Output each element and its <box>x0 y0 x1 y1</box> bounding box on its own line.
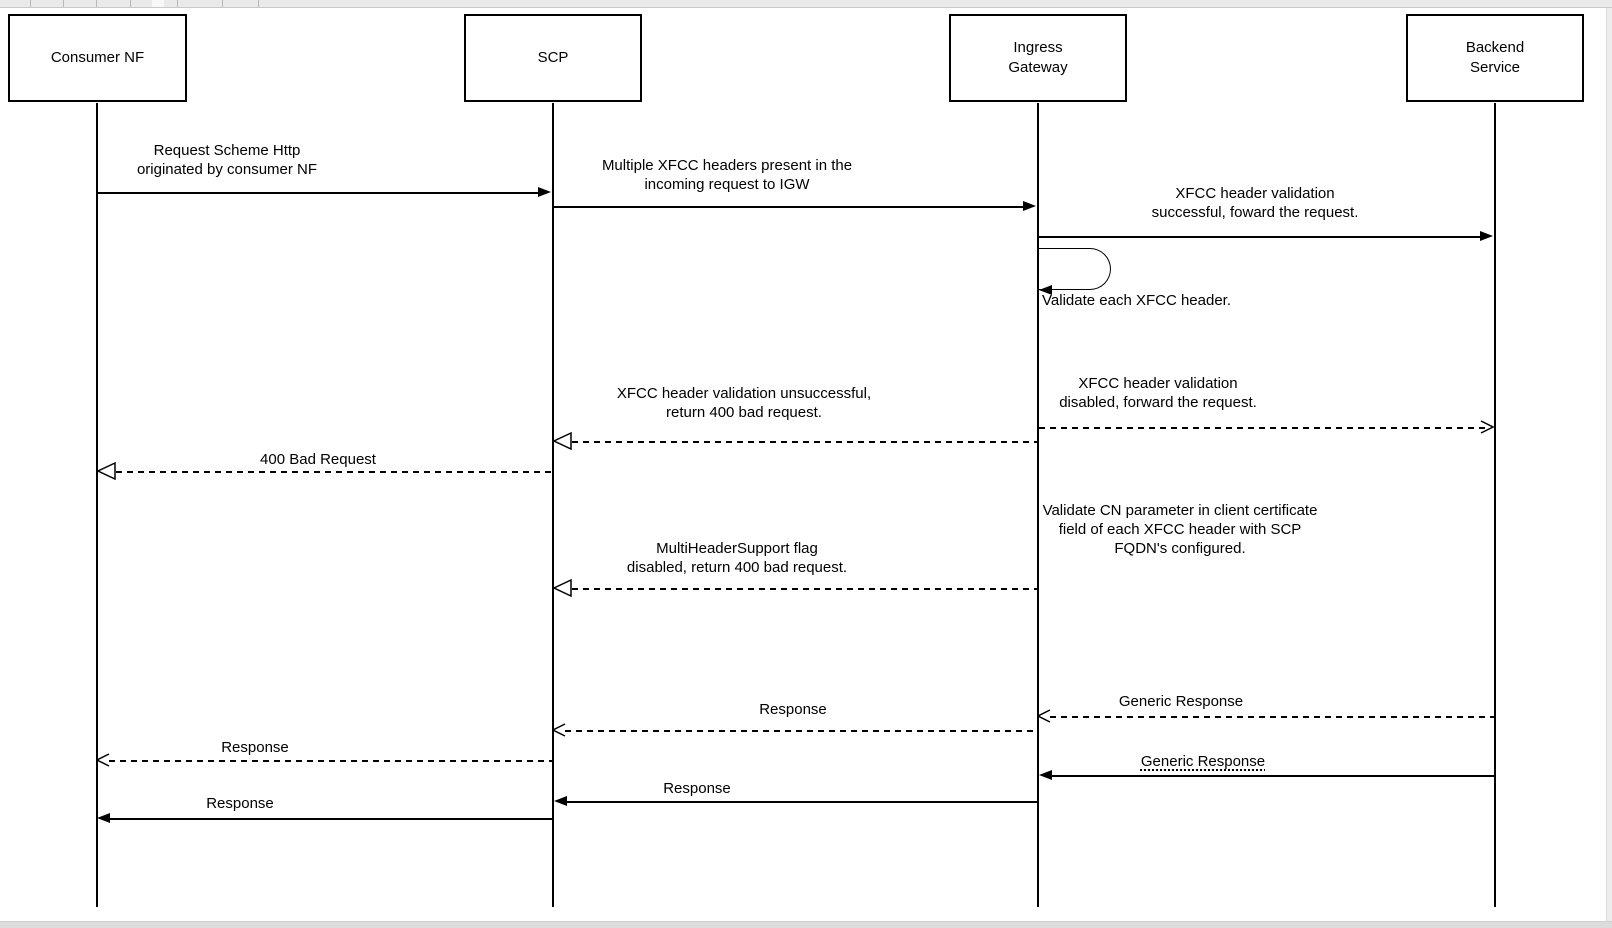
message-label: disabled, return 400 bad request. <box>626 559 848 576</box>
arrowhead-chevron-left-icon <box>552 723 566 737</box>
lifeline-consumer-nf <box>96 103 98 907</box>
arrowhead-chevron-right-icon <box>1480 420 1494 434</box>
arrowhead-filled-left-icon <box>97 813 110 823</box>
message-label: successful, foward the request. <box>1151 204 1359 221</box>
message-line <box>566 801 1037 803</box>
tab-separator <box>222 0 223 7</box>
arrowhead-chevron-left-icon <box>1037 709 1051 723</box>
actor-label: Consumer NF <box>50 49 145 66</box>
actor-backend-service: Backend Service <box>1406 14 1584 102</box>
arrowhead-filled-left-icon <box>1039 285 1052 295</box>
actor-ingress-gateway: Ingress Gateway <box>949 14 1127 102</box>
note-validate-cn: Validate CN parameter in client certific… <box>1020 501 1340 558</box>
message-line <box>572 441 1038 443</box>
tab-separator <box>258 0 259 7</box>
tab-separator <box>96 0 97 7</box>
message-line <box>1051 775 1494 777</box>
message-line <box>109 760 552 762</box>
actor-label: Gateway <box>1008 59 1068 76</box>
arrowhead-filled-right-icon <box>538 187 551 197</box>
lifeline-backend-service <box>1494 103 1496 907</box>
message-label: XFCC header validation <box>1175 185 1335 202</box>
tab-separator <box>63 0 64 7</box>
actor-label: SCP <box>537 49 569 66</box>
message-label: MultiHeaderSupport flag <box>656 540 818 557</box>
message-label: Generic Response <box>1118 693 1244 710</box>
message-label: return 400 bad request. <box>666 404 822 421</box>
actor-label: Backend <box>1465 39 1525 56</box>
message-label: Generic Response <box>1140 753 1266 770</box>
message-line <box>572 588 1038 590</box>
arrowhead-filled-right-icon <box>1023 201 1036 211</box>
message-line <box>1039 427 1487 429</box>
message-line <box>565 730 1037 732</box>
tab-separator <box>30 0 31 7</box>
message-label: 400 Bad Request <box>260 451 376 468</box>
message-line <box>1050 716 1494 718</box>
message-line <box>554 206 1024 208</box>
message-label: incoming request to IGW <box>644 176 810 193</box>
message-label: Response <box>759 701 827 718</box>
message-line <box>110 818 552 820</box>
self-loop-line <box>1039 248 1111 290</box>
arrowhead-filled-left-icon <box>554 796 567 806</box>
note-line: FQDN's configured. <box>1114 540 1246 557</box>
active-tab-fragment <box>152 0 164 7</box>
message-line <box>98 192 540 194</box>
arrowhead-filled-right-icon <box>1480 231 1493 241</box>
actor-label: Ingress <box>1013 39 1063 56</box>
lifeline-scp <box>552 103 554 907</box>
horizontal-scrollbar-track[interactable] <box>0 921 1612 928</box>
message-line <box>116 471 552 473</box>
note-line: field of each XFCC header with SCP <box>1058 521 1302 538</box>
tab-separator <box>177 0 178 7</box>
message-label: Request Scheme Http <box>153 142 301 159</box>
actor-scp: SCP <box>464 14 642 102</box>
message-label: Multiple XFCC headers present in the <box>601 157 853 174</box>
actor-consumer-nf: Consumer NF <box>8 14 187 102</box>
arrowhead-filled-left-icon <box>1039 770 1052 780</box>
arrowhead-open-triangle-left-icon <box>552 432 572 450</box>
message-line <box>1039 236 1481 238</box>
arrowhead-chevron-left-icon <box>96 753 110 767</box>
note-line: Validate CN parameter in client certific… <box>1042 502 1318 519</box>
tab-separator <box>130 0 131 7</box>
lifeline-ingress-gateway <box>1037 103 1039 907</box>
message-label: XFCC header validation unsuccessful, <box>616 385 872 402</box>
actor-label: Service <box>1469 59 1521 76</box>
browser-tab-strip[interactable] <box>0 0 1612 8</box>
message-label: Response <box>206 795 274 812</box>
message-label: Response <box>221 739 289 756</box>
message-label: disabled, forward the request. <box>1059 394 1257 411</box>
message-label: originated by consumer NF <box>136 161 318 178</box>
arrowhead-open-triangle-left-icon <box>552 579 572 597</box>
message-label: Response <box>663 780 731 797</box>
arrowhead-open-triangle-left-icon <box>96 462 116 480</box>
message-label: XFCC header validation <box>1078 375 1238 392</box>
vertical-scrollbar-track[interactable] <box>1606 8 1612 921</box>
self-loop-label: Validate each XFCC header. <box>1042 292 1232 309</box>
